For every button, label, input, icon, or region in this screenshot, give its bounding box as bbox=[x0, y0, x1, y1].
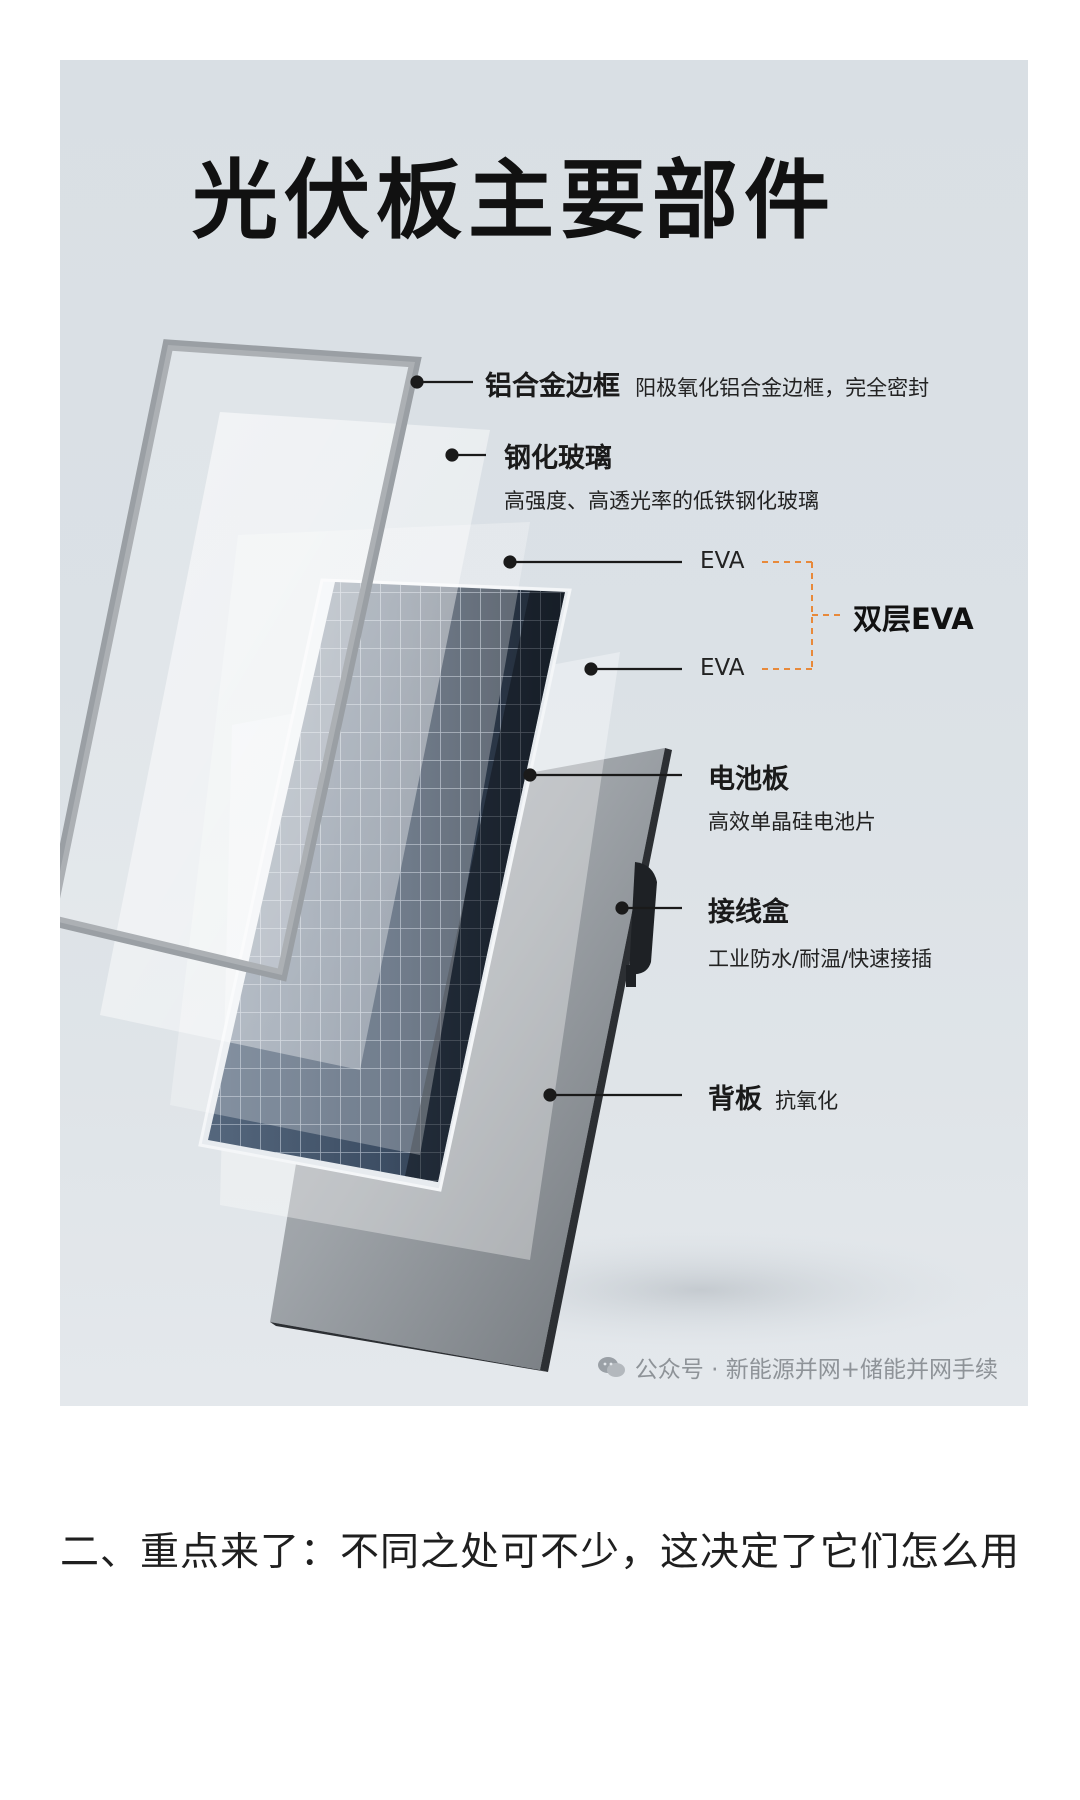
glass-label: 钢化玻璃 高强度、高透光率的低铁钢化玻璃 bbox=[504, 436, 819, 515]
frame-label: 铝合金边框 阳极氧化铝合金边框，完全密封 bbox=[485, 364, 929, 403]
cell-label: 电池板 高效单晶硅电池片 bbox=[708, 757, 876, 836]
backsheet-label: 背板 抗氧化 bbox=[708, 1077, 838, 1116]
solar-panel-diagram: 光伏板主要部件 铝合金边框 阳极氧化铝合金边框，完全密封 钢化玻璃 高强度、高透… bbox=[60, 60, 1028, 1406]
watermark: 公众号 · 新能源并网+储能并网手续 bbox=[597, 1350, 998, 1384]
glass-sheet bbox=[100, 412, 490, 1070]
watermark-text: 公众号 · 新能源并网+储能并网手续 bbox=[634, 1357, 998, 1383]
backsheet-name: 背板 bbox=[708, 1084, 762, 1115]
aluminum-frame-shape bbox=[60, 339, 422, 982]
frame-desc: 阳极氧化铝合金边框，完全密封 bbox=[635, 376, 930, 400]
figure-title: 光伏板主要部件 bbox=[192, 151, 836, 251]
double-eva-label: 双层EVA bbox=[853, 602, 974, 636]
cell-desc: 高效单晶硅电池片 bbox=[708, 810, 876, 834]
cell-name: 电池板 bbox=[708, 764, 789, 795]
exploded-panel-illustration bbox=[60, 339, 1000, 1372]
article-paragraph: 二、重点来了：不同之处可不少，这决定了它们怎么用 bbox=[60, 1530, 1021, 1575]
junction-box-name: 接线盒 bbox=[708, 897, 789, 928]
frame-name: 铝合金边框 bbox=[485, 371, 620, 402]
double-eva-bracket bbox=[762, 561, 844, 670]
glass-name: 钢化玻璃 bbox=[504, 443, 612, 474]
glass-desc: 高强度、高透光率的低铁钢化玻璃 bbox=[504, 489, 819, 513]
junction-box-shape bbox=[626, 862, 657, 987]
backsheet-desc: 抗氧化 bbox=[775, 1089, 839, 1113]
junction-box-desc: 工业防水/耐温/快速接插 bbox=[708, 947, 933, 971]
wechat-icon bbox=[597, 1357, 625, 1377]
eva-top-label: EVA bbox=[700, 548, 745, 574]
junction-box-label: 接线盒 工业防水/耐温/快速接插 bbox=[708, 890, 932, 973]
eva-bottom-label: EVA bbox=[700, 655, 745, 681]
